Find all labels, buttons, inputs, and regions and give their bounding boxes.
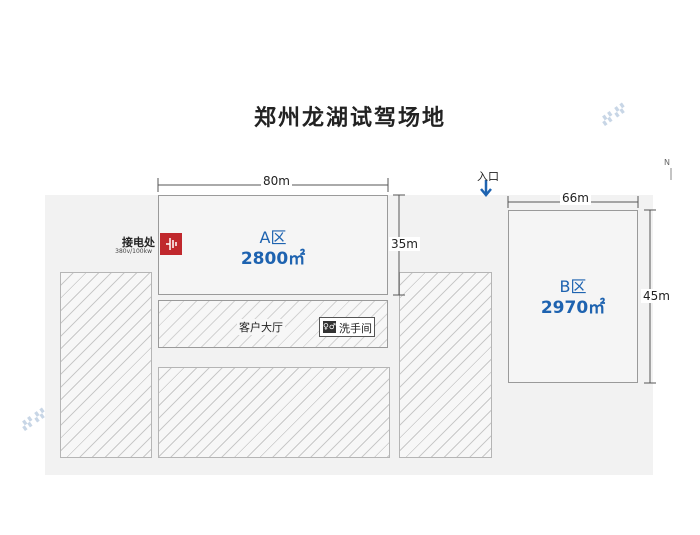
- page-title: 郑州龙湖试驾场地: [253, 106, 446, 131]
- zone-a-name: A区: [259, 228, 287, 247]
- hatched-area-right: [399, 272, 492, 458]
- power-spec: 380v/100kw: [115, 248, 152, 255]
- dimension-b-height: 45m: [641, 289, 672, 303]
- restroom-icon: ♀♂: [323, 321, 337, 333]
- restroom-sign: ♀♂ 洗手间: [319, 317, 375, 337]
- power-socket-icon: [160, 233, 182, 255]
- zone-a: A区 2800㎡: [158, 195, 388, 295]
- dimension-b-width: 66m: [560, 191, 591, 205]
- dimension-a-height: 35m: [389, 237, 420, 251]
- hatched-area-left: [60, 272, 152, 458]
- customer-lobby: 客户大厅 ♀♂ 洗手间: [158, 300, 388, 348]
- lobby-label: 客户大厅: [237, 319, 285, 335]
- entrance-label: 入口: [477, 170, 499, 183]
- zone-b: B区 2970㎡: [508, 210, 638, 383]
- zone-a-area: 2800㎡: [240, 249, 306, 269]
- dimension-a-width: 80m: [261, 174, 292, 188]
- watermark: ▞▞ ▞▞: [19, 408, 48, 431]
- zone-b-name: B区: [559, 277, 587, 296]
- zone-b-area: 2970㎡: [540, 298, 606, 318]
- restroom-label: 洗手间: [339, 322, 372, 335]
- hatched-area-bottom: [158, 367, 390, 458]
- power-label: 接电处: [122, 236, 155, 249]
- compass-label: N: [664, 158, 670, 167]
